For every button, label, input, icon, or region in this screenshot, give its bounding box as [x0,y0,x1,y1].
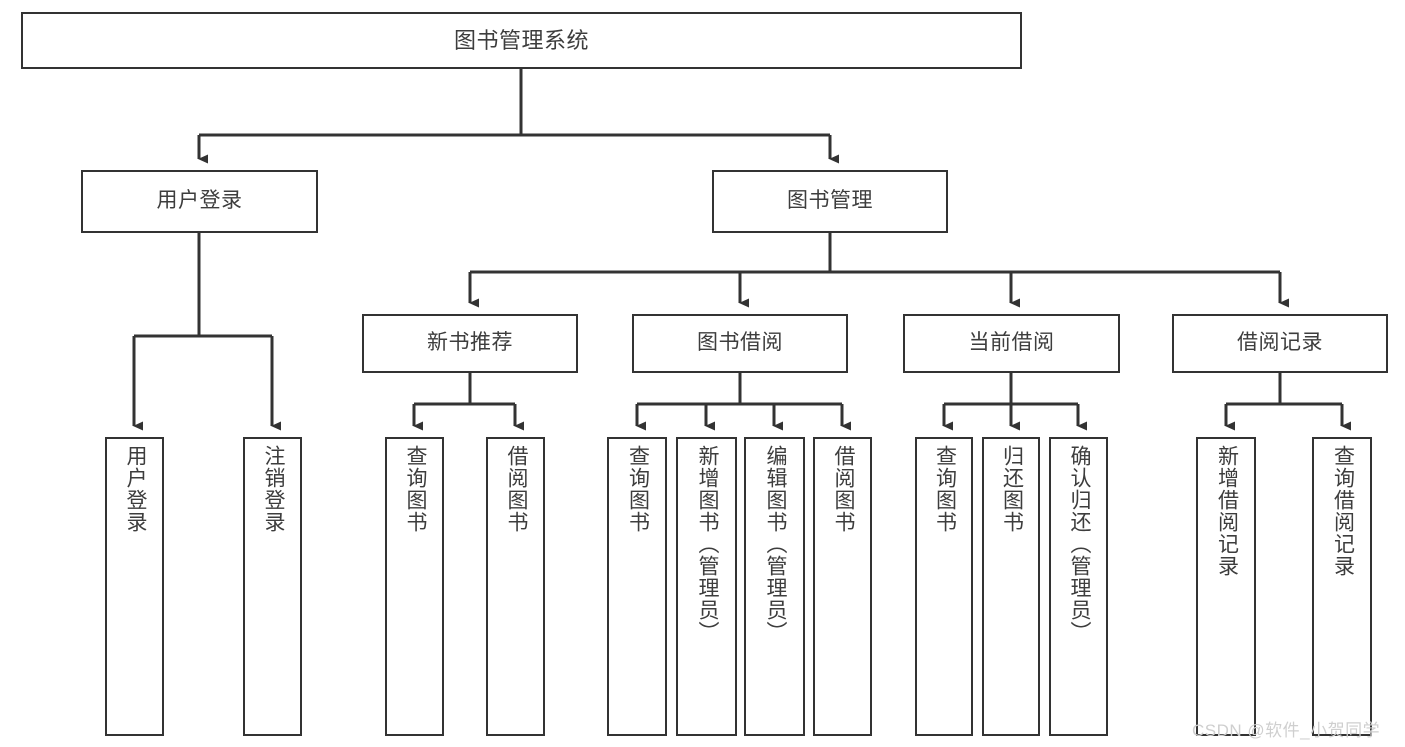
node-level1-用户登录[interactable]: 用户登录 [81,170,318,233]
node-label: 用户登录 [123,445,147,533]
node-leaf-11-新增借阅记录[interactable]: 新增借阅记录 [1196,437,1256,736]
watermark-label: CSDN @软件_小贺同学 [1192,721,1381,740]
node-level2-图书借阅[interactable]: 图书借阅 [632,314,848,373]
node-leaf-0-用户登录[interactable]: 用户登录 [105,437,164,736]
node-label: 用户登录 [156,189,243,213]
node-label: 编辑图书（管理员） [763,445,787,643]
node-label: 新增图书（管理员） [695,445,719,643]
node-label: 图书管理系统 [453,27,589,53]
node-label: 查询图书 [626,445,650,533]
node-leaf-6-编辑图书（管理员）[interactable]: 编辑图书（管理员） [744,437,805,736]
node-leaf-4-查询图书[interactable]: 查询图书 [607,437,667,736]
node-label: 查询图书 [403,445,427,533]
node-leaf-12-查询借阅记录[interactable]: 查询借阅记录 [1312,437,1372,736]
node-level1-图书管理[interactable]: 图书管理 [712,170,948,233]
node-level2-当前借阅[interactable]: 当前借阅 [903,314,1120,373]
node-leaf-1-注销登录[interactable]: 注销登录 [243,437,302,736]
node-label: 借阅图书 [504,445,528,533]
node-label: 查询图书 [933,445,957,533]
node-level2-新书推荐[interactable]: 新书推荐 [362,314,578,373]
node-leaf-10-确认归还（管理员）[interactable]: 确认归还（管理员） [1049,437,1108,736]
connector-lines [132,69,1351,431]
node-leaf-7-借阅图书[interactable]: 借阅图书 [813,437,872,736]
node-label: 图书管理 [787,189,873,213]
node-label: 新书推荐 [427,331,513,355]
node-root-图书管理系统[interactable]: 图书管理系统 [21,12,1022,69]
node-label: 当前借阅 [968,331,1055,355]
node-leaf-9-归还图书[interactable]: 归还图书 [982,437,1040,736]
node-label: 新增借阅记录 [1215,445,1239,577]
node-label: 确认归还（管理员） [1067,445,1091,643]
node-label: 借阅图书 [831,445,855,533]
node-label: 借阅记录 [1237,331,1323,355]
node-level2-借阅记录[interactable]: 借阅记录 [1172,314,1388,373]
node-leaf-3-借阅图书[interactable]: 借阅图书 [486,437,545,736]
node-label: 注销登录 [261,445,285,533]
node-label: 图书借阅 [697,331,783,355]
node-label: 归还图书 [1000,445,1024,533]
node-leaf-8-查询图书[interactable]: 查询图书 [915,437,973,736]
node-leaf-2-查询图书[interactable]: 查询图书 [385,437,444,736]
node-label: 查询借阅记录 [1331,445,1355,577]
node-leaf-5-新增图书（管理员）[interactable]: 新增图书（管理员） [676,437,737,736]
